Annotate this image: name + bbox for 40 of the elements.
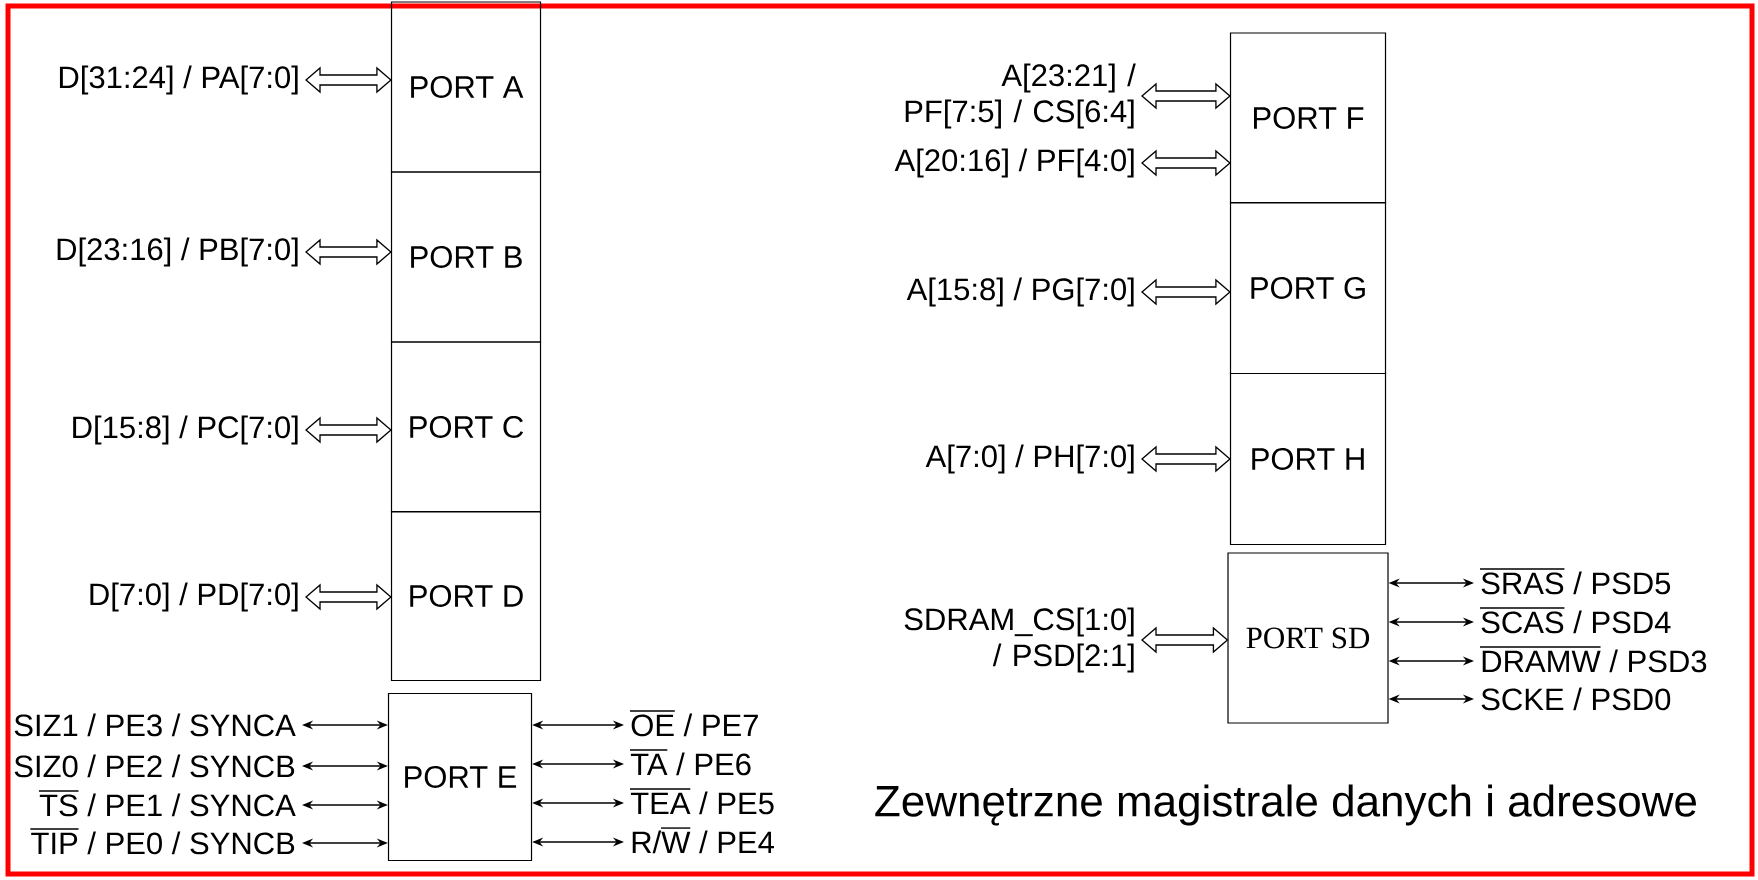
port-box: PORT H: [1229, 372, 1387, 546]
signal-label: TEA / PE5: [629, 788, 774, 815]
signal-label: D[31:24] / PA[7:0]: [59, 65, 298, 95]
port-box: PORT E: [387, 692, 533, 862]
signal-label: SDRAM_CS[1:0] / PSD[2:1]: [904, 607, 1134, 673]
port-box: PORT B: [390, 171, 542, 343]
bus-arrow: [1141, 82, 1231, 110]
signal-label: SIZ1 / PE3 / SYNCA: [14, 713, 296, 737]
bus-arrow: [1141, 278, 1231, 306]
signal-label: SCKE / PSD0: [1481, 687, 1671, 711]
bus-arrow: [1141, 149, 1231, 177]
signal-label: SCAS / PSD4: [1479, 607, 1671, 634]
signal-label: D[15:8] / PC[7:0]: [73, 415, 298, 445]
bus-arrow: [305, 238, 392, 266]
signal-label: R/W / PE4: [632, 827, 774, 854]
port-box: PORT D: [390, 510, 542, 682]
bus-arrow: [1141, 445, 1231, 473]
signal-label: A[15:8] / PG[7:0]: [906, 277, 1134, 307]
signal-label: D[23:16] / PB[7:0]: [57, 237, 298, 267]
port-box: PORT A: [390, 1, 542, 173]
signal-label: A[20:16] / PF[4:0]: [894, 148, 1134, 178]
signal-label: A[7:0] / PH[7:0]: [925, 444, 1134, 474]
signal-label: A[23:21] / PF[7:5] / CS[6:4]: [905, 63, 1136, 129]
port-box: PORT SD: [1227, 552, 1389, 724]
bus-arrow: [305, 416, 392, 444]
bus-arrow: [305, 66, 392, 94]
caption: Zewnętrzne magistrale danych i adresowe: [875, 784, 1696, 826]
signal-label: TIP / PE0 / SYNCB: [29, 828, 295, 855]
signal-label: SIZ0 / PE2 / SYNCB: [14, 754, 295, 778]
signal-label: TA / PE6: [629, 749, 751, 776]
bus-arrow: [305, 583, 392, 611]
port-box: PORT F: [1229, 32, 1387, 204]
signal-label: DRAMW / PSD3: [1479, 646, 1707, 673]
signal-label: TS / PE1 / SYNCA: [38, 790, 296, 817]
port-box: PORT C: [390, 341, 542, 513]
port-box: PORT G: [1229, 201, 1387, 375]
signal-label: SRAS / PSD5: [1479, 568, 1671, 595]
signal-label: OE / PE7: [629, 710, 758, 737]
bus-arrow: [1141, 626, 1229, 654]
signal-label: D[7:0] / PD[7:0]: [90, 582, 298, 612]
